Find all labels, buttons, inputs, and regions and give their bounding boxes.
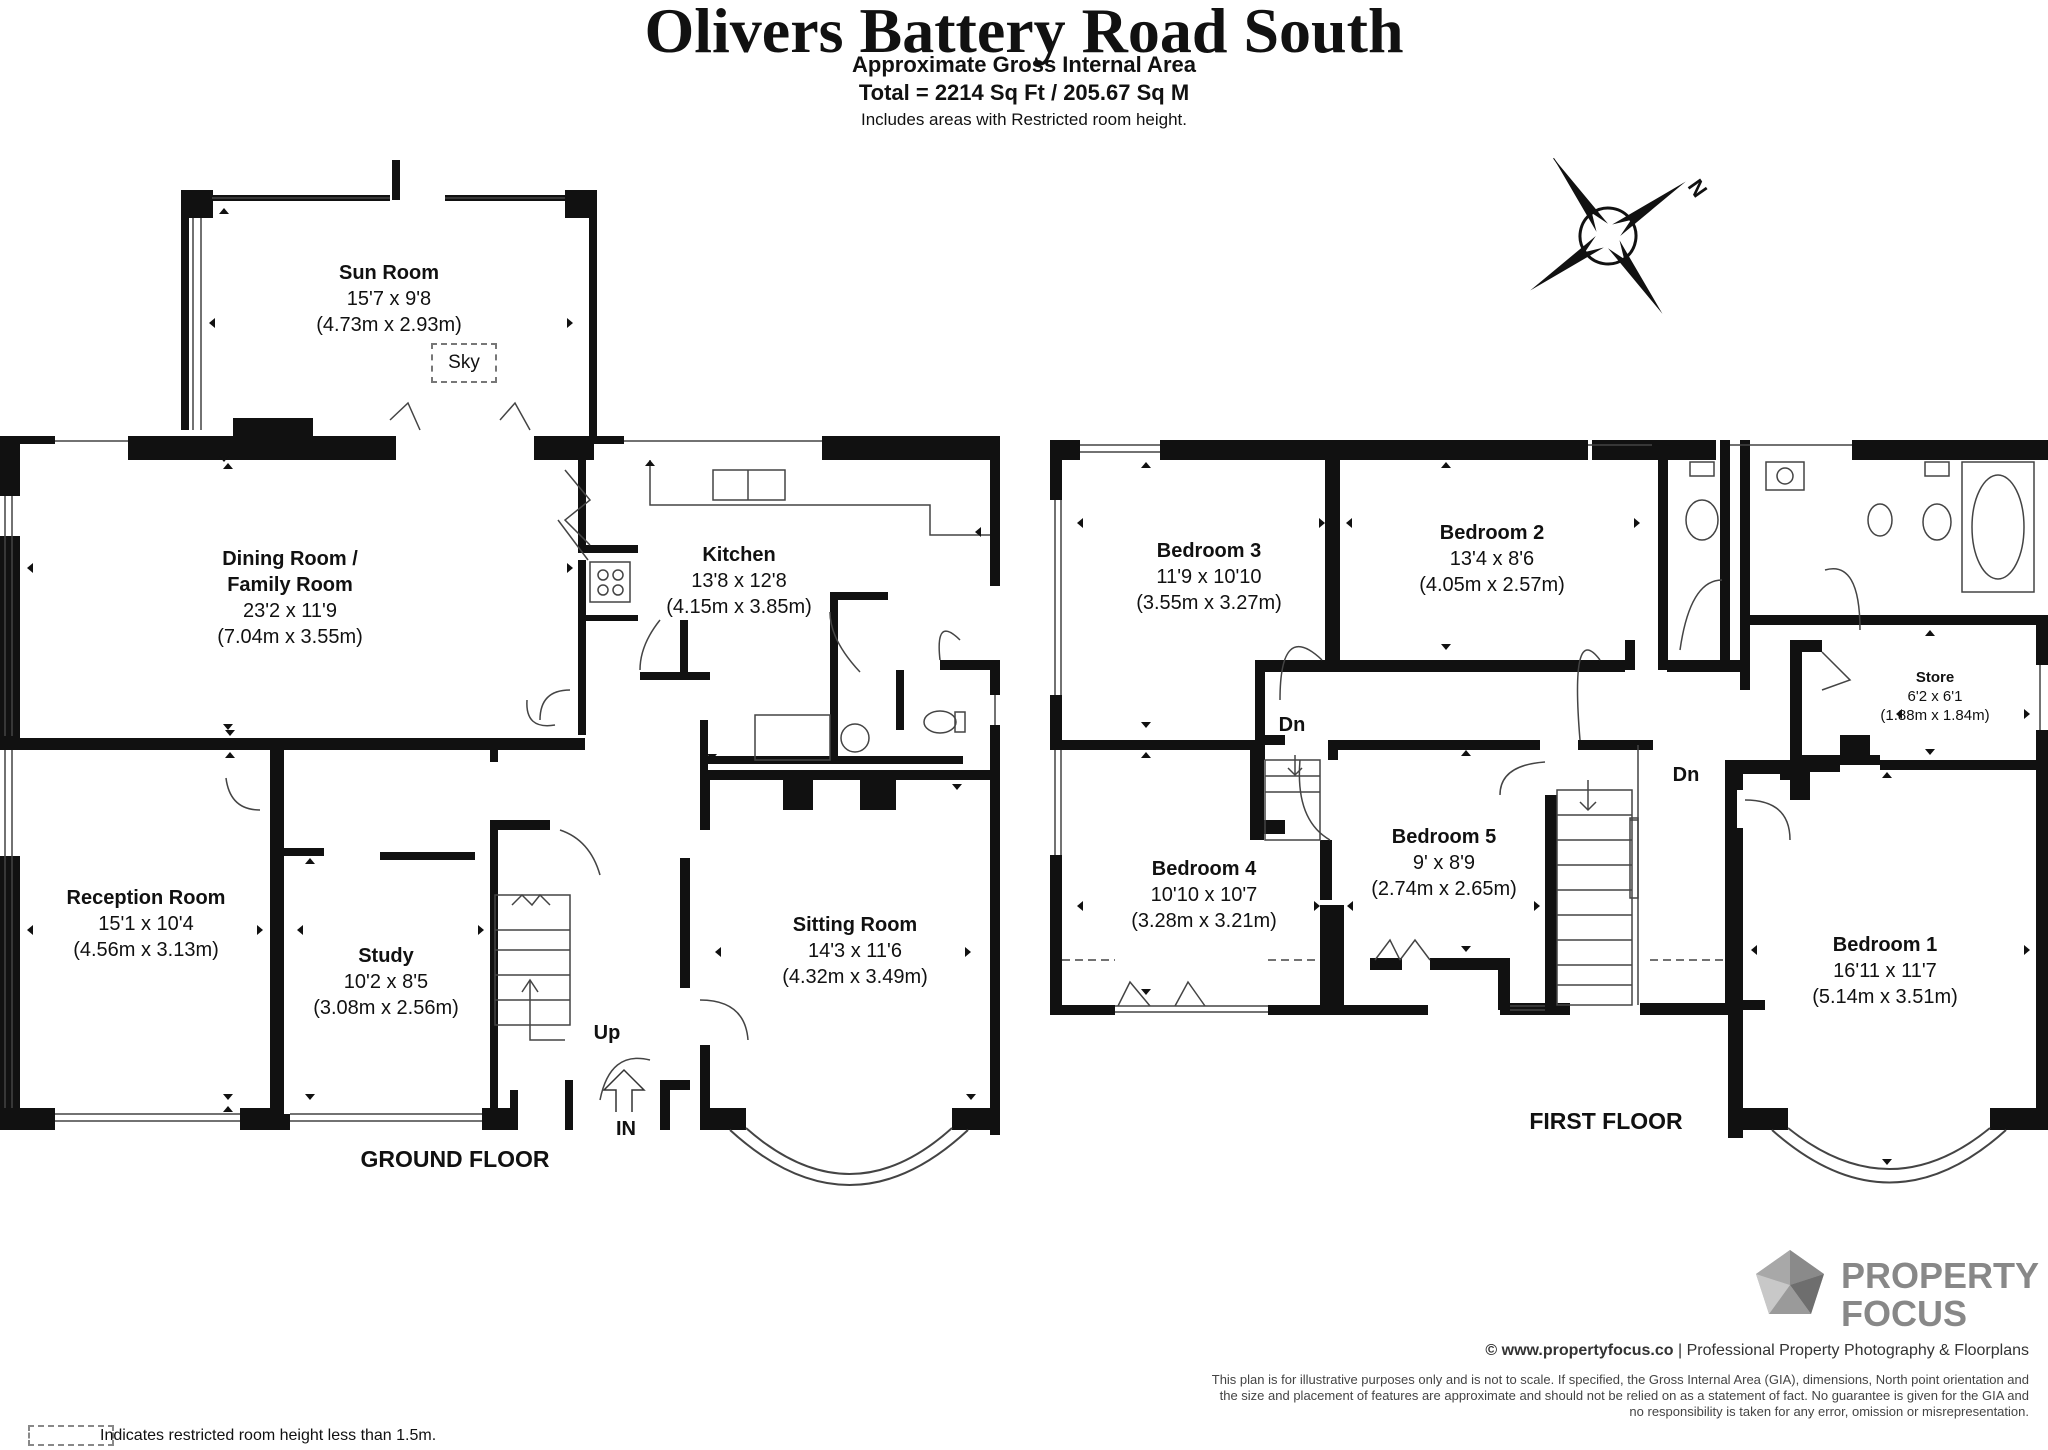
room-kitchen: Kitchen 13'8 x 12'8 (4.15m x 3.85m) — [666, 542, 812, 620]
room-store: Store 6'2 x 6'1 (1.88m x 1.84m) — [1880, 668, 1989, 725]
legend-dashed-box — [28, 1425, 114, 1446]
room-imperial: 15'1 x 10'4 — [98, 913, 194, 935]
property-focus-logo-mark — [1756, 1250, 1824, 1314]
room-name: Sitting Room — [792, 914, 918, 936]
logo-line-2: FOCUS — [1841, 1293, 1967, 1334]
compass-rose — [1530, 157, 1686, 314]
room-bedroom-2: Bedroom 2 13'4 x 8'6 (4.05m x 2.57m) — [1419, 520, 1565, 598]
room-name: Sun Room — [338, 262, 439, 284]
room-name: Dining Room / — [222, 548, 358, 570]
room-metric: (2.74m x 2.65m) — [1371, 878, 1517, 900]
room-imperial: 10'10 x 10'7 — [1150, 884, 1258, 906]
room-name: Bedroom 3 — [1156, 540, 1262, 562]
first-floor-label: FIRST FLOOR — [1529, 1108, 1683, 1134]
room-metric: (4.05m x 2.57m) — [1419, 574, 1565, 596]
room-imperial: 13'8 x 12'8 — [691, 570, 787, 592]
room-metric: (1.88m x 1.84m) — [1880, 707, 1990, 724]
wall-dimension-markers — [27, 208, 2030, 1165]
room-imperial: 10'2 x 8'5 — [343, 971, 429, 993]
room-sitting-room: Sitting Room 14'3 x 11'6 (4.32m x 3.49m) — [782, 912, 928, 990]
room-metric: (3.28m x 3.21m) — [1131, 910, 1277, 932]
stairs-up-label: Up — [593, 1022, 621, 1044]
room-name: Bedroom 2 — [1439, 522, 1545, 544]
room-reception-room: Reception Room 15'1 x 10'4 (4.56m x 3.13… — [67, 885, 226, 963]
skylight-label: Sky — [431, 343, 497, 383]
credit-line: © www.propertyfocus.co | Professional Pr… — [1366, 1342, 2029, 1360]
room-imperial: 23'2 x 11'9 — [242, 600, 338, 622]
room-metric: (7.04m x 3.55m) — [217, 626, 363, 648]
plan-title: Olivers Battery Road South — [644, 0, 1404, 66]
room-name: Bedroom 1 — [1832, 934, 1938, 956]
credit-separator: | — [1677, 1342, 1683, 1359]
room-name: Study — [358, 945, 414, 967]
ground-floor-windows — [4, 197, 996, 1186]
room-imperial: 9' x 8'9 — [1412, 852, 1476, 874]
room-bedroom-5: Bedroom 5 9' x 8'9 (2.74m x 2.65m) — [1371, 824, 1517, 902]
first-floor-details — [1054, 444, 2041, 1184]
stairs-down-label-main: Dn — [1672, 764, 1700, 786]
room-name: Kitchen — [702, 544, 776, 566]
room-imperial: 6'2 x 6'1 — [1907, 688, 1963, 705]
disclaimer-text: This plan is for illustrative purposes o… — [1211, 1372, 2029, 1419]
room-name: Store — [1915, 669, 1955, 686]
first-floor-walls — [1050, 440, 2048, 1138]
room-imperial: 13'4 x 8'6 — [1449, 548, 1535, 570]
room-metric: (4.73m x 2.93m) — [316, 314, 462, 336]
area-total: Total = 2214 Sq Ft / 205.67 Sq M — [858, 80, 1190, 105]
room-metric: (4.15m x 3.85m) — [666, 596, 812, 618]
area-heading: Approximate Gross Internal Area — [852, 52, 1196, 77]
room-study: Study 10'2 x 8'5 (3.08m x 2.56m) — [313, 943, 459, 1021]
room-name-line2: Family Room — [227, 574, 353, 596]
room-metric: (4.32m x 3.49m) — [782, 966, 928, 988]
room-imperial: 15'7 x 9'8 — [346, 288, 432, 310]
logo-line-1: PROPERTY — [1841, 1255, 2040, 1296]
area-note: Includes areas with Restricted room heig… — [861, 110, 1187, 129]
room-sun-room: Sun Room 15'7 x 9'8 (4.73m x 2.93m) — [316, 260, 462, 338]
room-metric: (5.14m x 3.51m) — [1812, 986, 1958, 1008]
room-name: Bedroom 4 — [1151, 858, 1257, 880]
room-bedroom-4: Bedroom 4 10'10 x 10'7 (3.28m x 3.21m) — [1131, 856, 1277, 934]
room-bedroom-1: Bedroom 1 16'11 x 11'7 (5.14m x 3.51m) — [1812, 932, 1958, 1010]
room-name: Reception Room — [66, 887, 226, 909]
credit-site: © www.propertyfocus.co — [1485, 1342, 1674, 1359]
room-imperial: 14'3 x 11'6 — [807, 940, 903, 962]
room-name: Bedroom 5 — [1391, 826, 1497, 848]
credit-tagline: Professional Property Photography & Floo… — [1686, 1342, 2029, 1359]
room-bedroom-3: Bedroom 3 11'9 x 10'10 (3.55m x 3.27m) — [1136, 538, 1282, 616]
room-metric: (4.56m x 3.13m) — [73, 939, 219, 961]
entrance-in-label: IN — [616, 1118, 636, 1140]
room-imperial: 16'11 x 11'7 — [1833, 960, 1937, 982]
ground-floor-label: GROUND FLOOR — [360, 1146, 550, 1172]
room-dining-family-room: Dining Room / Family Room 23'2 x 11'9 (7… — [217, 546, 363, 650]
compass-north-label: N — [1683, 175, 1713, 202]
property-focus-logo-text: PROPERTY FOCUS — [1841, 1257, 2039, 1333]
stairs-down-label-landing: Dn — [1278, 714, 1306, 736]
room-imperial: 11'9 x 10'10 — [1156, 566, 1262, 588]
room-metric: (3.55m x 3.27m) — [1136, 592, 1282, 614]
room-metric: (3.08m x 2.56m) — [313, 997, 459, 1019]
legend-text: Indicates restricted room height less th… — [100, 1427, 437, 1444]
